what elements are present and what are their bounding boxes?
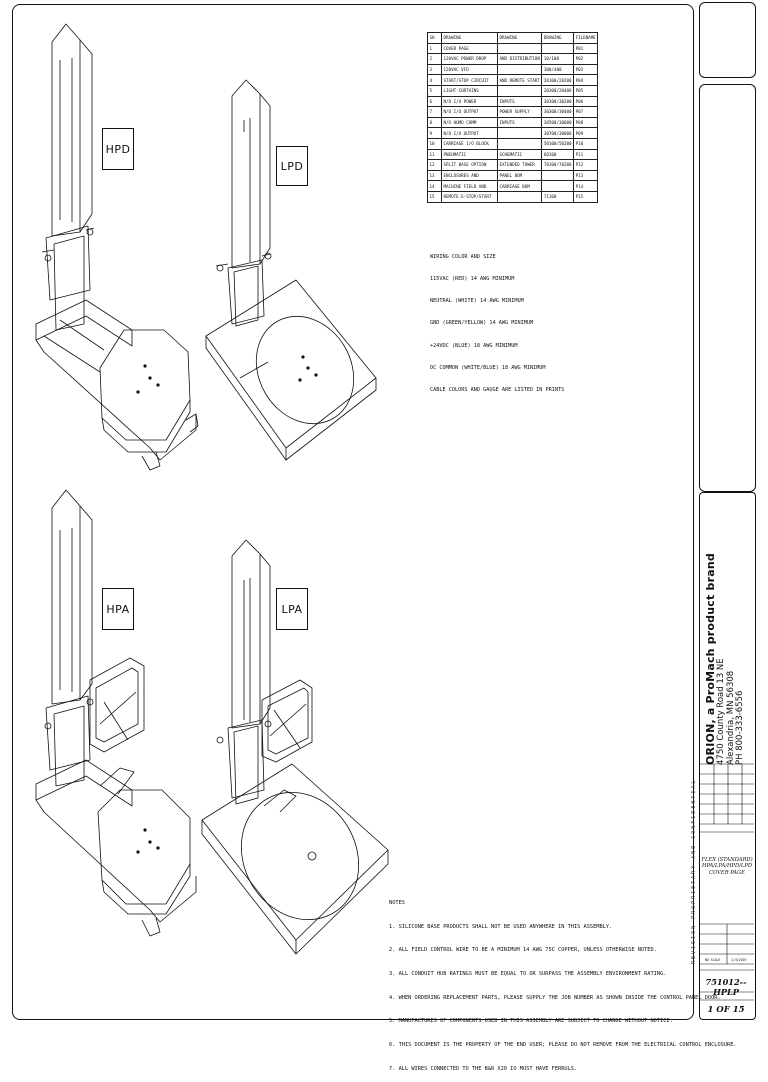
note-line: 3. ALL CONDUIT HUB RATINGS MUST BE EQUAL… [389,970,667,977]
date-value: 1/4/2019 [731,958,747,962]
hpa-machine-drawing [35,489,197,937]
title-line-1: FLEX (STANDARD) [701,857,753,863]
wiring-line: 115VAC (RED) 14 AWG MINIMUM [430,276,515,283]
note-line: 7. ALL WIRES CONNECTED TO THE B&R X20 IO… [389,1065,578,1072]
hpa-label: HPA [102,588,134,630]
drawing-title: FLEX (STANDARD) HPA/LPA/HPD/LPD COVER PA… [701,857,753,876]
note-line: 5. MANUFACTURES OF COMPONENTS USED IN TH… [389,1018,673,1025]
wiring-line: DC COMMON (WHITE/BLUE) 18 AWG MINIMUM [430,364,546,371]
title-block-box [699,492,756,1020]
note-line: 4. WHEN ORDERING REPLACEMENT PARTS, PLEA… [389,994,721,1001]
sheet-number: 1 OF 15 [707,1005,745,1015]
index-cell: P15 [573,190,599,203]
lpa-label: LPA [276,588,308,630]
hpd-machine-drawing [35,23,199,471]
title-block-grid [700,763,754,1001]
lpd-label: LPD [276,146,308,186]
title-block-blank-box [699,84,756,492]
scale-value: NO SCALE [705,958,721,962]
drawing-sheet-border [12,4,694,1020]
wiring-line: NEUTRAL (WHITE) 14 AWG MINIMUM [430,298,524,305]
wiring-color-notes: WIRING COLOR AND SIZE 115VAC (RED) 14 AW… [430,239,564,402]
title-line-3: COVER PAGE [709,869,745,876]
title-block-top-box [699,2,756,78]
lpd-machine-drawing [205,79,377,461]
drawing-number: 751012--HPLP [705,977,747,997]
wiring-line: GND (GREEN/YELLOW) 14 AWG MINIMUM [430,320,534,327]
note-line: 2. ALL FIELD CONTROL WIRE TO BE A MINIMU… [389,947,657,954]
note-line: 1. SILICONE BASE PRODUCTS SHALL NOT BE U… [389,923,613,930]
notes-heading: NOTES [389,899,405,906]
title-line-2: HPA/LPA/HPD/LPD [702,863,752,870]
note-line: 6. THIS DOCUMENT IS THE PROPERTY OF THE … [389,1042,737,1049]
wiring-line: WIRING COLOR AND SIZE [430,253,496,260]
wiring-line: CABLE COLORS AND GAUGE ARE LISTED IN PRI… [430,387,565,394]
wiring-line: +24VDC (BLUE) 18 AWG MINIMUM [430,342,518,349]
index-cell [496,190,543,203]
machine-drawings [35,23,389,955]
hpd-label: HPD [102,128,134,170]
lpa-machine-drawing [201,539,389,955]
